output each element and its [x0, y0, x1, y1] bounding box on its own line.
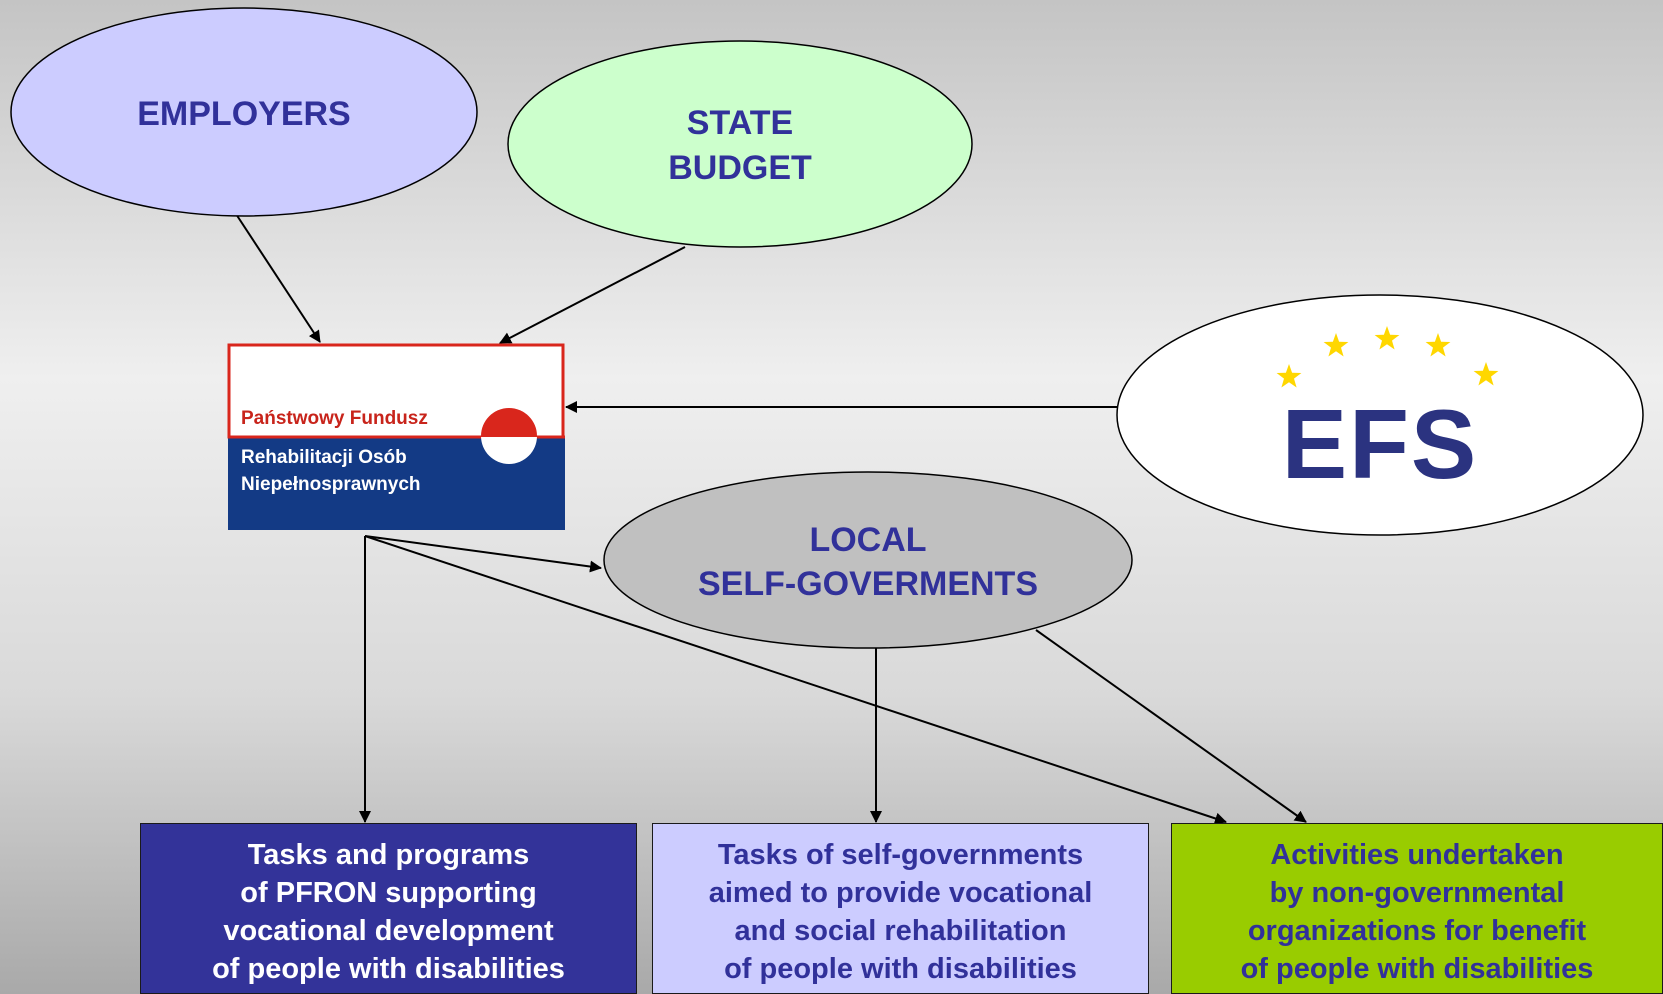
pfron-logo-line2: Rehabilitacji Osób	[241, 447, 407, 468]
pfron-tasks-text: Tasks and programs of PFRON supporting v…	[212, 839, 565, 985]
employers-ellipse	[10, 7, 478, 217]
arrow-pfron-to-box3	[364, 535, 1227, 825]
employers-node: EMPLOYERS	[10, 7, 478, 217]
employers-label: EMPLOYERS	[137, 95, 350, 133]
self-gov-tasks-box: Tasks of self-governments aimed to provi…	[652, 823, 1149, 994]
arrow-budget-to-pfron	[499, 246, 686, 344]
efs-ellipse	[1116, 294, 1644, 536]
state-budget-node: STATE BUDGET	[507, 40, 973, 248]
local-self-governments-node: LOCAL SELF-GOVERMENTS	[603, 471, 1133, 649]
pfron-circle-emblem	[481, 408, 537, 437]
arrow-pfron-to-local	[364, 535, 602, 573]
state-budget-label-line2: BUDGET	[668, 149, 812, 187]
state-budget-ellipse	[507, 40, 973, 248]
arrow-local-to-box3	[1035, 629, 1307, 823]
efs-logo: EFS	[1282, 389, 1479, 499]
self-gov-tasks-text: Tasks of self-governments aimed to provi…	[708, 839, 1093, 985]
local-label-line2: SELF-GOVERMENTS	[698, 565, 1038, 603]
ngo-activities-text: Activities undertaken by non-governmenta…	[1240, 839, 1594, 985]
state-budget-label-line1: STATE	[687, 104, 793, 142]
arrow-employers-to-pfron	[235, 213, 321, 343]
ngo-activities-box: Activities undertaken by non-governmenta…	[1171, 823, 1663, 994]
efs-node: EFS	[1116, 294, 1644, 536]
pfron-logo-line3: Niepełnosprawnych	[241, 474, 421, 495]
local-label-line1: LOCAL	[809, 521, 926, 559]
pfron-logo-line1: Państwowy Fundusz	[241, 408, 428, 429]
pfron-tasks-box: Tasks and programs of PFRON supporting v…	[140, 823, 637, 994]
pfron-logo: Państwowy Fundusz Rehabilitacji Osób Nie…	[227, 343, 565, 530]
star-icon	[1276, 326, 1499, 388]
local-ellipse	[603, 471, 1133, 649]
